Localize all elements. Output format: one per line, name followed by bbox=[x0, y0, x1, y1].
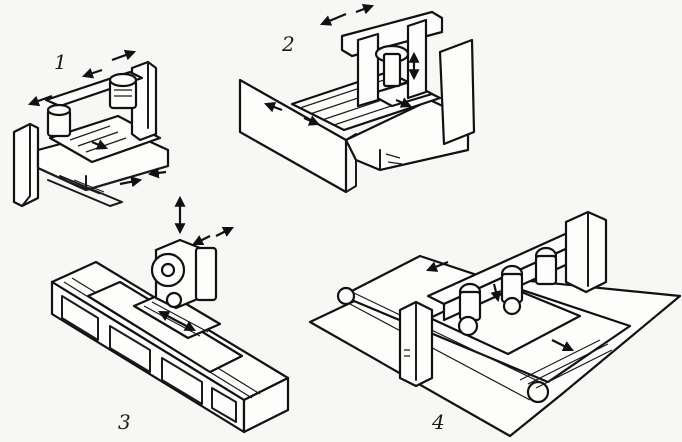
machine-3-drawing bbox=[50, 195, 290, 434]
machine-1-drawing bbox=[12, 49, 170, 208]
figure-label-1: 1 bbox=[54, 50, 67, 74]
machine-2-drawing bbox=[238, 3, 476, 194]
figure-label-3: 3 bbox=[118, 410, 131, 434]
figure-label-4: 4 bbox=[432, 410, 445, 434]
figure-label-2: 2 bbox=[282, 32, 295, 56]
machine-4-drawing bbox=[308, 210, 682, 438]
